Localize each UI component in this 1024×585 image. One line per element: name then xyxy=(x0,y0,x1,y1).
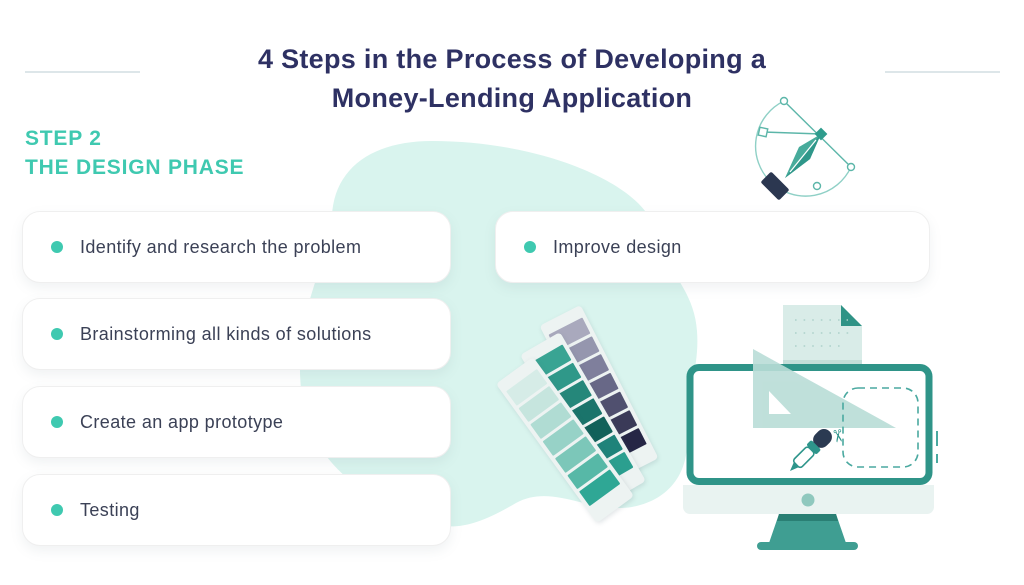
page-title-line1: 4 Steps in the Process of Developing a xyxy=(257,44,767,74)
bullet-icon xyxy=(51,504,63,516)
document-icon xyxy=(783,305,862,367)
monitor-camera-dot xyxy=(801,493,815,507)
bullet-icon xyxy=(51,416,63,428)
list-item-label: Create an app prototype xyxy=(80,411,284,432)
list-item-improve-design: Improve design xyxy=(495,211,930,283)
page-title-line2: Money-Lending Application xyxy=(331,83,693,113)
list-item-prototype: Create an app prototype xyxy=(22,386,451,458)
pen-grip xyxy=(761,172,789,200)
set-square-icon xyxy=(753,349,896,428)
monitor-stand xyxy=(683,485,934,550)
step-name: THE DESIGN PHASE xyxy=(25,156,245,179)
monitor-illustration: ✂ xyxy=(683,305,938,550)
list-item-testing: Testing xyxy=(22,474,451,546)
dashed-selection-rect xyxy=(842,387,919,468)
list-item-label: Testing xyxy=(80,499,140,520)
title-divider-left xyxy=(25,71,140,73)
list-item-brainstorming: Brainstorming all kinds of solutions xyxy=(22,298,451,370)
list-item-label: Brainstorming all kinds of solutions xyxy=(80,323,372,344)
step-number: STEP 2 xyxy=(25,127,102,150)
scissors-icon: ✂ xyxy=(826,427,848,445)
list-item-label: Identify and research the problem xyxy=(80,236,362,257)
bullet-icon xyxy=(524,241,536,253)
list-item-label: Improve design xyxy=(553,236,682,257)
bullet-icon xyxy=(51,328,63,340)
eyedropper-icon xyxy=(790,429,832,471)
page-title: 4 Steps in the Process of Developing a M… xyxy=(0,40,1024,118)
bullet-icon xyxy=(51,241,63,253)
title-divider-right xyxy=(885,71,1000,73)
list-item-identify: Identify and research the problem xyxy=(22,211,451,283)
step-label: STEP 2 THE DESIGN PHASE xyxy=(25,124,244,182)
pen-tool-illustration xyxy=(754,96,856,200)
